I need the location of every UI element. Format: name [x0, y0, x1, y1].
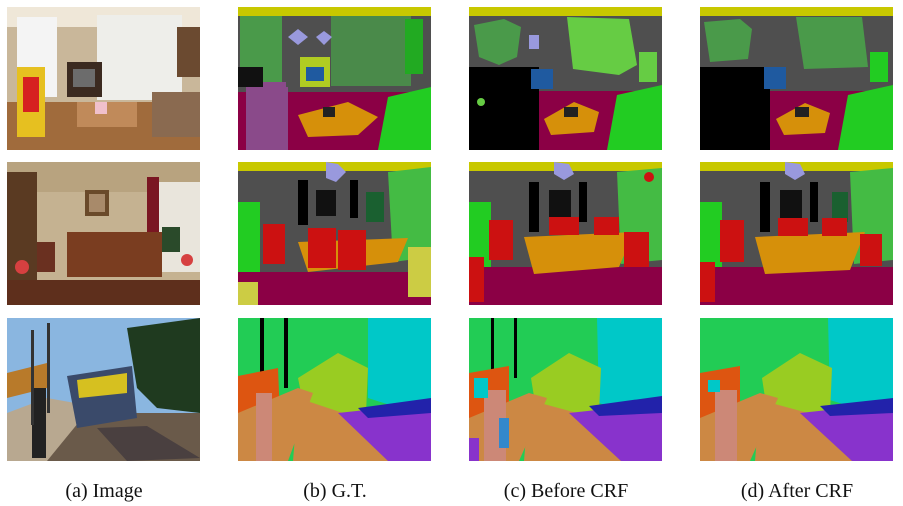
row3-image-photo	[7, 318, 200, 461]
caption-image: (a) Image	[65, 480, 143, 502]
row2-ground-truth-segmentation	[238, 162, 431, 305]
caption-ground-truth: (b) G.T.	[303, 480, 367, 502]
row3-after-crf-segmentation	[700, 318, 893, 461]
row1-before-crf-segmentation	[469, 7, 662, 150]
row2-before-crf-segmentation	[469, 162, 662, 305]
row1-image-photo	[7, 7, 200, 150]
row2-image-photo	[7, 162, 200, 305]
row3-before-crf-segmentation	[469, 318, 662, 461]
row1-ground-truth-segmentation	[238, 7, 431, 150]
caption-after-crf: (d) After CRF	[740, 480, 854, 502]
row2-after-crf-segmentation	[700, 162, 893, 305]
row1-after-crf-segmentation	[700, 7, 893, 150]
caption-before-crf: (c) Before CRF	[503, 480, 629, 502]
row3-ground-truth-segmentation	[238, 318, 431, 461]
